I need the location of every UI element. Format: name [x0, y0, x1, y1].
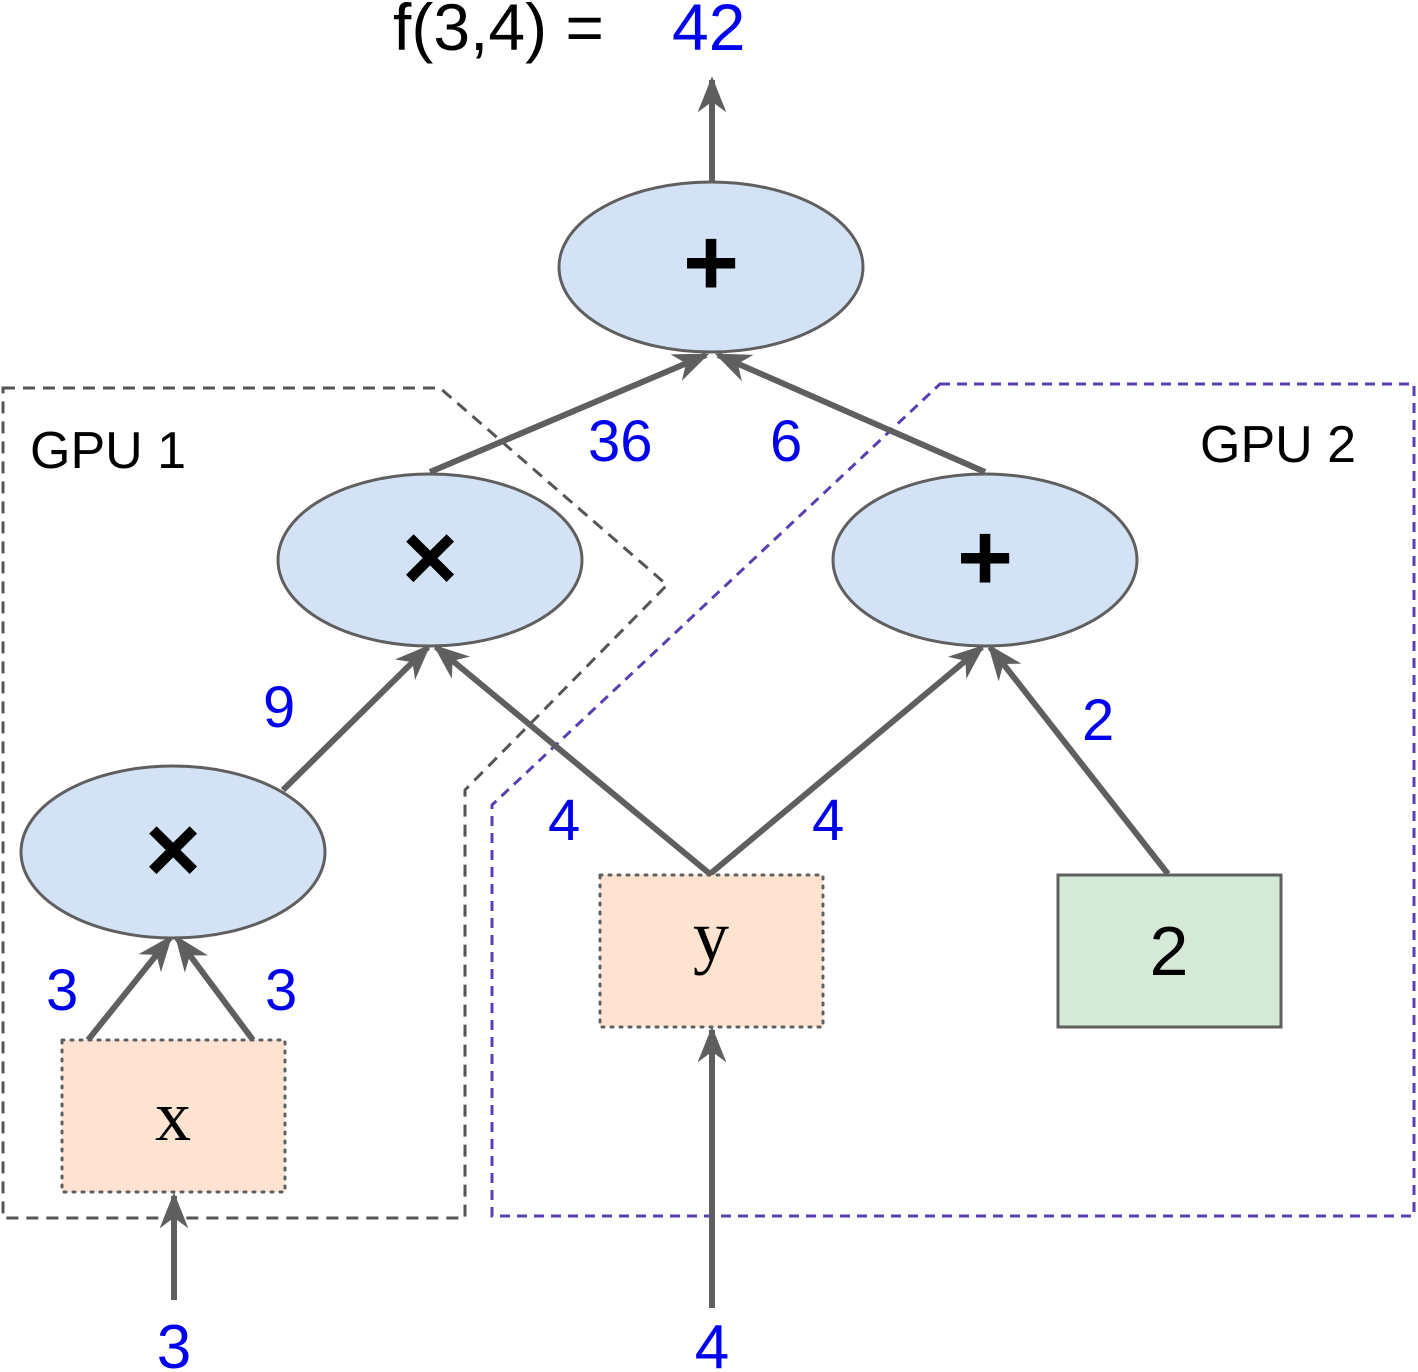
- edge-mul-mid-to-add-top: [428, 352, 710, 475]
- edge-value-4-right: 4: [812, 788, 844, 853]
- edge-x-to-mul-low-left: [85, 935, 173, 1042]
- function-expression: f(3,4) =: [393, 0, 604, 64]
- multiply-operator: ×: [402, 504, 458, 611]
- edge-value-4-left: 4: [548, 788, 580, 853]
- edge-values: 36 6 9 4 4 2 3 3 3 4: [46, 409, 1114, 1372]
- gpu1-boundary: [1, 386, 670, 1220]
- edge-value-9: 9: [263, 675, 295, 740]
- constant-2-label: 2: [1150, 912, 1189, 990]
- gpu1-label: GPU 1: [30, 422, 186, 480]
- edge-y-to-add-mid: [708, 644, 985, 877]
- node-mul-low: ×: [19, 764, 327, 940]
- edge-const2-to-add-mid: [987, 644, 1171, 876]
- edge-value-3-right: 3: [265, 958, 297, 1023]
- edge-value-6: 6: [770, 409, 802, 474]
- node-mul-mid: ×: [276, 472, 584, 648]
- edge-mul-low-to-mul-mid: [280, 644, 431, 793]
- multiply-operator: ×: [145, 796, 201, 903]
- variable-x-label: x: [155, 1076, 191, 1156]
- node-add-top: +: [557, 180, 865, 354]
- input-value-3: 3: [157, 1313, 191, 1372]
- node-add-mid: +: [831, 472, 1139, 648]
- edge-add-mid-to-add-top: [714, 352, 987, 475]
- plus-operator: +: [683, 209, 739, 316]
- edges: [85, 76, 1171, 1308]
- node-variable-y: y: [598, 873, 825, 1029]
- input-value-4: 4: [695, 1313, 729, 1372]
- function-result: 42: [672, 0, 745, 64]
- node-constant-2: 2: [1056, 873, 1283, 1029]
- variable-y-label: y: [693, 896, 729, 976]
- edge-value-2: 2: [1082, 688, 1114, 753]
- edge-value-3-left: 3: [46, 958, 78, 1023]
- edge-y-to-mul-mid: [433, 644, 712, 877]
- plus-operator: +: [957, 504, 1013, 611]
- gpu2-boundary: [490, 382, 1416, 1218]
- gpu2-label: GPU 2: [1200, 416, 1356, 474]
- node-variable-x: x: [60, 1038, 287, 1194]
- edge-value-36: 36: [588, 409, 653, 474]
- edge-x-to-mul-low-right: [174, 935, 256, 1042]
